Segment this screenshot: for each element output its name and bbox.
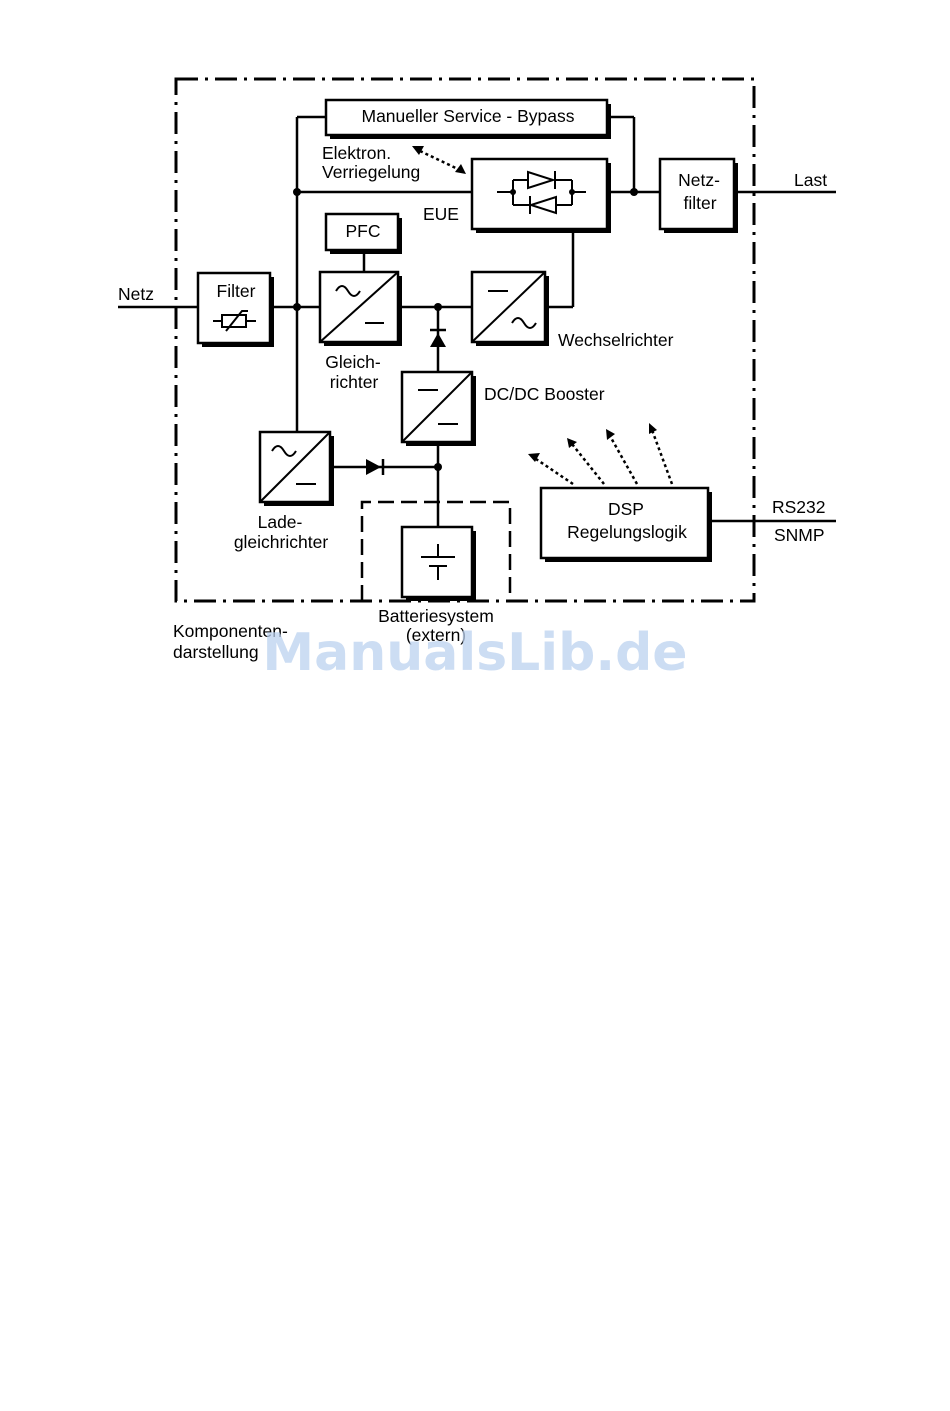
wechselrichter-label: Wechselrichter [558,330,674,350]
lade-label-1: Lade- [258,512,303,532]
gleichrichter-label-2: richter [330,372,379,392]
netzfilter-label-1: Netz- [678,170,720,190]
bypass-label: Manueller Service - Bypass [362,106,575,126]
control-arrowheads [528,423,657,462]
pfc-block: PFC [326,214,402,254]
lade-label-2: gleichrichter [234,532,329,552]
watermark: ManualsLib.de [262,623,687,683]
gleichrichter-label-1: Gleich- [325,352,381,372]
dsp-label-1: DSP [608,499,644,519]
dsp-block: DSP Regelungslogik [541,488,712,562]
elektron-label-2: Verriegelung [322,162,420,182]
filter-block: Filter [198,273,274,347]
netzfilter-block: Netz- filter [660,159,738,233]
rectifier-block [320,272,402,346]
komponenten-label-2: darstellung [173,642,259,662]
diode-icon [366,459,383,475]
bypass-block: Manueller Service - Bypass [326,100,611,139]
control-signal-arrows [536,430,672,484]
dcdc-label: DC/DC Booster [484,384,605,404]
dcdc-booster-block [402,372,476,446]
eue-switch-block [472,159,611,233]
last-label: Last [794,170,827,190]
charger-block [260,432,334,506]
pfc-label: PFC [346,221,381,241]
netz-label: Netz [118,284,154,304]
dsp-label-2: Regelungslogik [567,522,687,542]
battery-block [402,527,476,601]
rs232-label: RS232 [772,497,826,517]
eue-label: EUE [423,204,459,224]
inverter-block [472,272,549,346]
elektron-label-1: Elektron. [322,143,391,163]
filter-label: Filter [217,281,256,301]
snmp-label: SNMP [774,525,825,545]
netzfilter-label-2: filter [683,193,716,213]
